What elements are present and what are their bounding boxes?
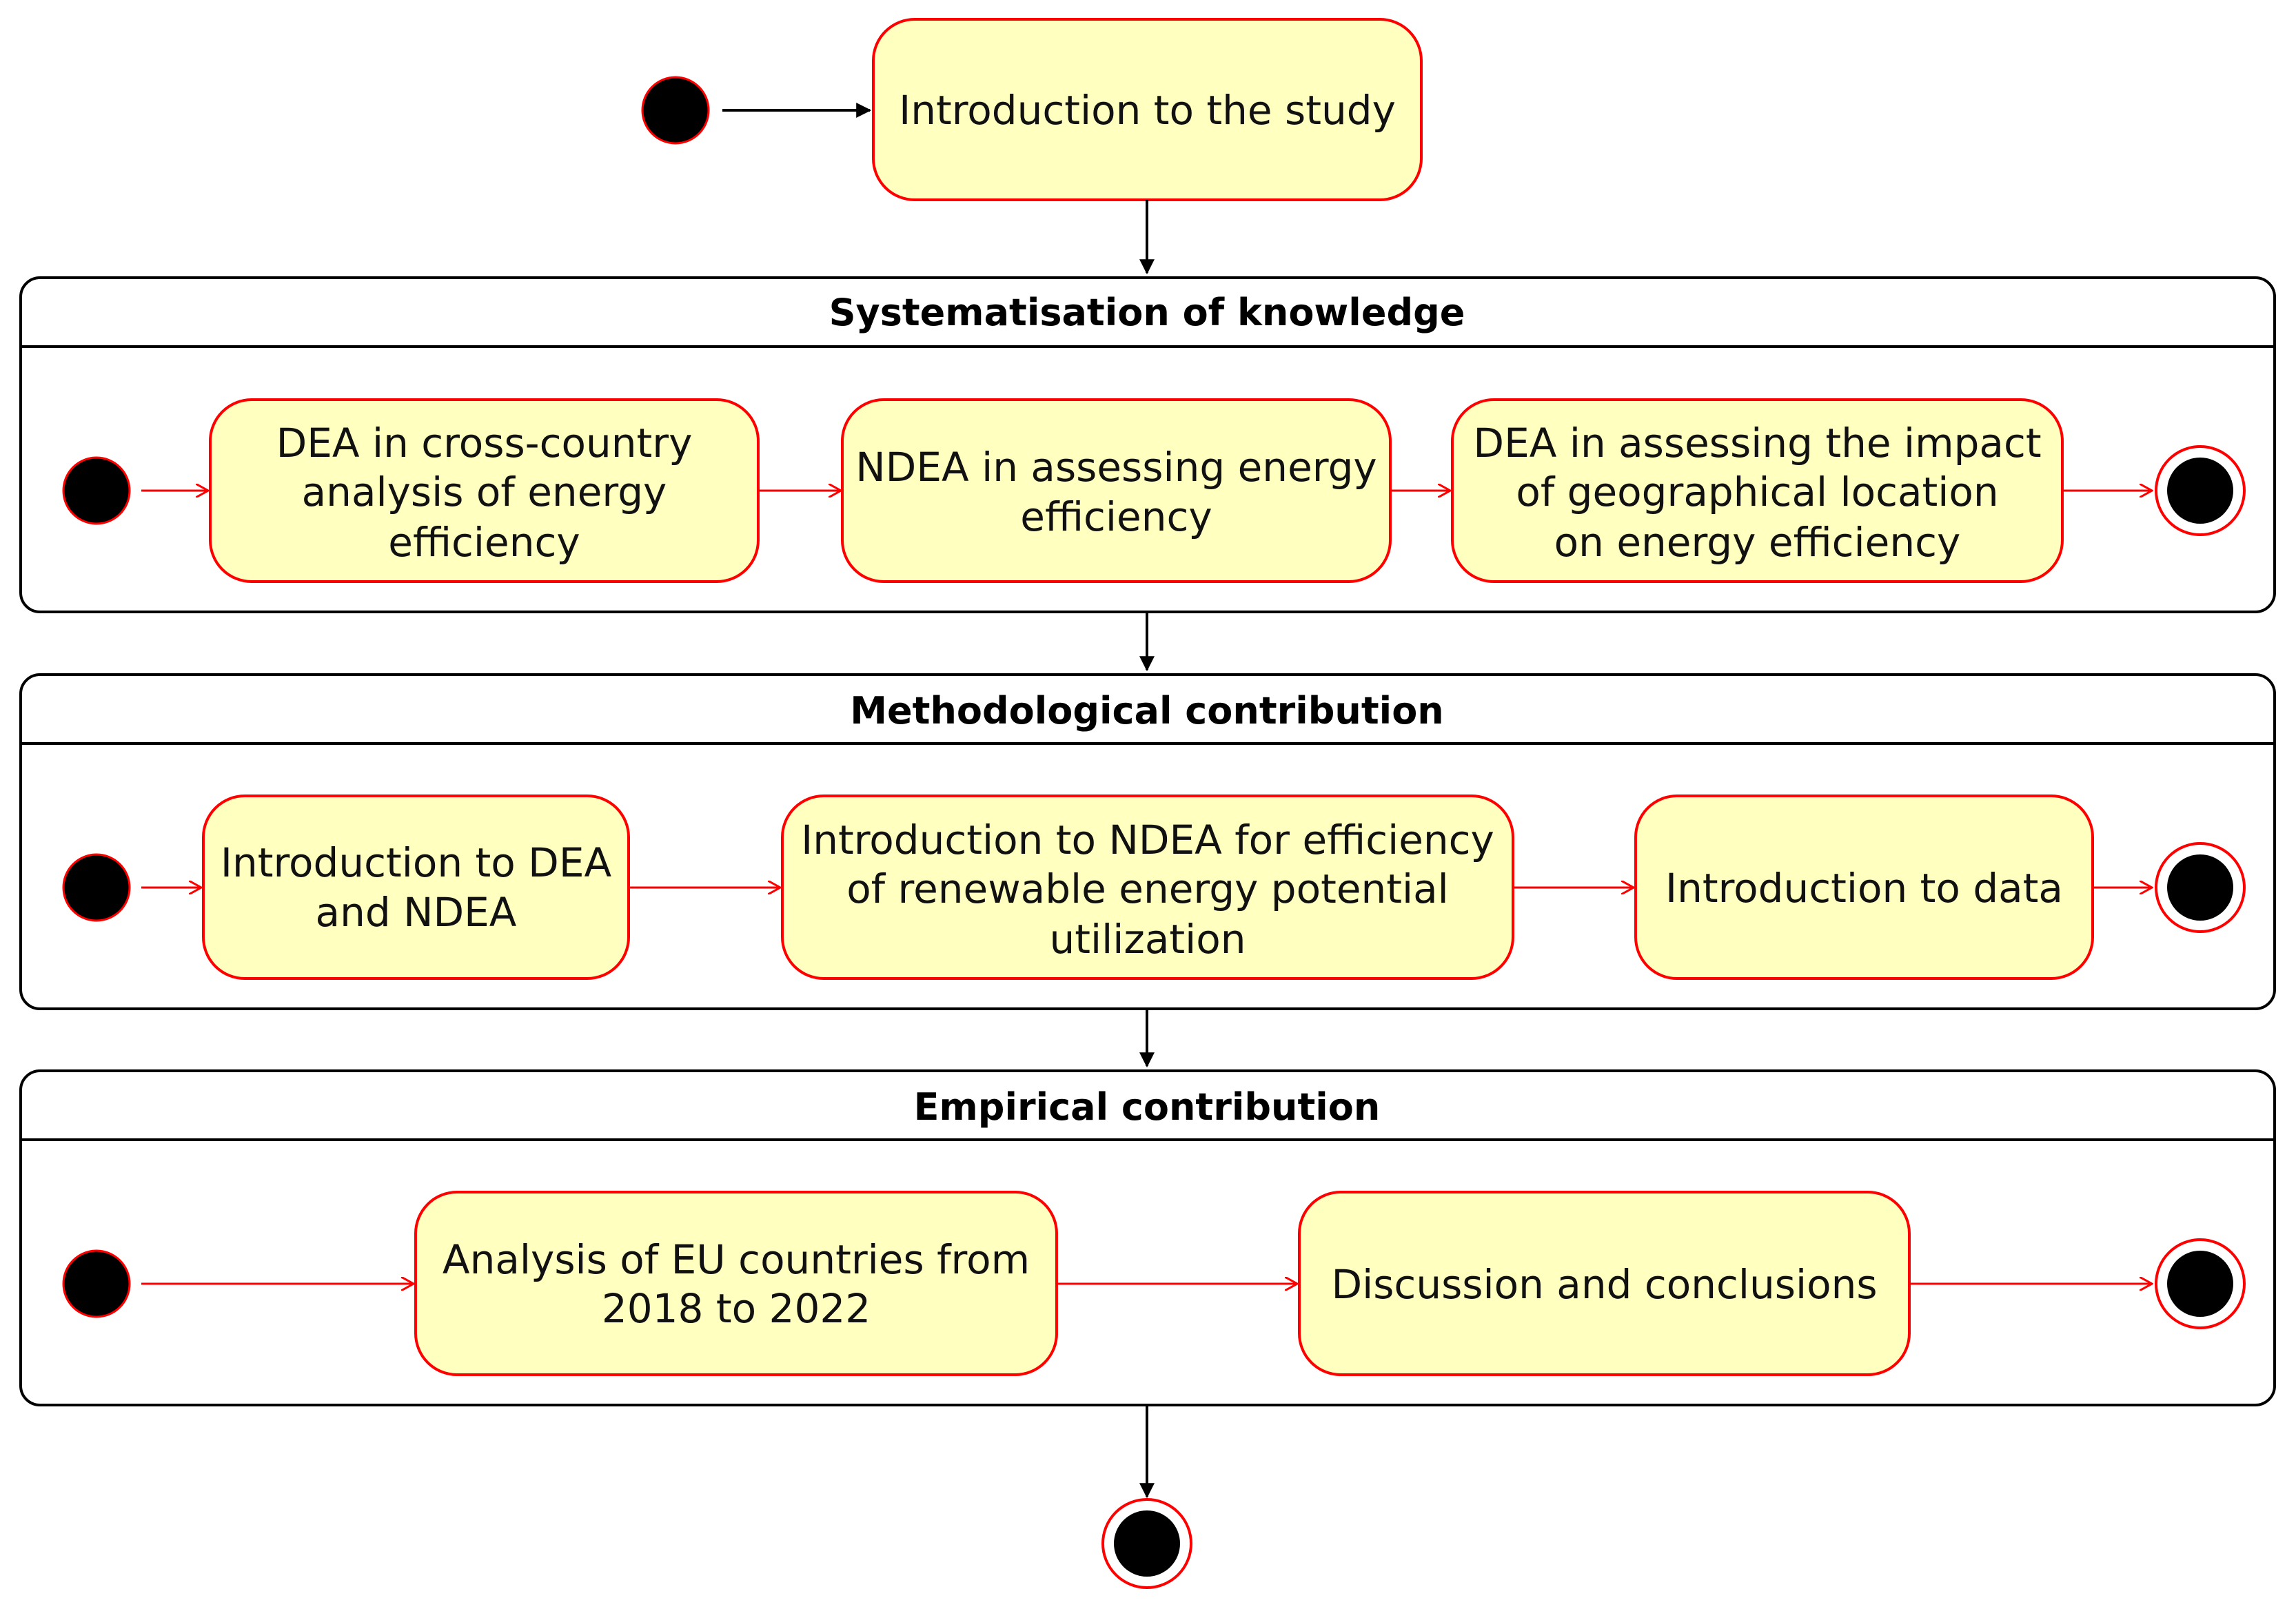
state-label-line: efficiency bbox=[1020, 493, 1212, 540]
state-label-line: Introduction to data bbox=[1665, 865, 2063, 912]
state-label-line: Introduction to NDEA for efficiency bbox=[801, 817, 1494, 863]
state-label-line: 2018 to 2022 bbox=[602, 1285, 871, 1332]
group-empirical: Empirical contribution Analysis of EU co… bbox=[19, 1069, 2276, 1406]
state-label-line: on energy efficiency bbox=[1554, 519, 1961, 566]
final-node bbox=[2155, 1238, 2246, 1329]
state-label-line: DEA in cross-country bbox=[276, 420, 693, 467]
group-title: Empirical contribution bbox=[914, 1085, 1381, 1129]
intro-state-label: Introduction to the study bbox=[899, 87, 1396, 134]
state-label-line: of geographical location bbox=[1516, 469, 1998, 515]
state-analysis-eu-countries: Analysis of EU countries from 2018 to 20… bbox=[414, 1191, 1058, 1376]
initial-node bbox=[62, 456, 131, 525]
intro-state: Introduction to the study bbox=[872, 18, 1423, 201]
final-node bbox=[2155, 445, 2246, 536]
state-intro-data: Introduction to data bbox=[1634, 795, 2094, 980]
group-methodological: Methodological contribution Introduction… bbox=[19, 673, 2276, 1010]
final-node bbox=[2155, 842, 2246, 933]
state-label-line: efficiency bbox=[388, 519, 580, 566]
state-dea-cross-country: DEA in cross-country analysis of energy … bbox=[209, 398, 760, 583]
state-label-line: of renewable energy potential bbox=[846, 865, 1449, 912]
state-intro-ndea-renewable: Introduction to NDEA for efficiency of r… bbox=[781, 795, 1514, 980]
state-label-line: DEA in assessing the impact bbox=[1473, 420, 2041, 467]
initial-node bbox=[62, 853, 131, 922]
state-label-line: and NDEA bbox=[316, 889, 517, 936]
state-ndea-energy-efficiency: NDEA in assessing energy efficiency bbox=[841, 398, 1392, 583]
initial-node bbox=[62, 1249, 131, 1318]
group-systematisation: Systematisation of knowledge DEA in cros… bbox=[19, 276, 2276, 613]
state-label-line: utilization bbox=[1050, 916, 1246, 963]
state-discussion-conclusions: Discussion and conclusions bbox=[1298, 1191, 1911, 1376]
state-label-line: NDEA in assessing energy bbox=[855, 444, 1376, 491]
group-title: Systematisation of knowledge bbox=[829, 291, 1465, 334]
initial-node-main bbox=[641, 76, 710, 145]
state-label-line: Introduction to DEA bbox=[221, 839, 612, 886]
state-dea-geographical-location: DEA in assessing the impact of geographi… bbox=[1451, 398, 2064, 583]
state-intro-dea-ndea: Introduction to DEA and NDEA bbox=[202, 795, 630, 980]
state-label-line: analysis of energy bbox=[302, 469, 667, 515]
state-label-line: Analysis of EU countries from bbox=[443, 1236, 1030, 1283]
group-title: Methodological contribution bbox=[850, 689, 1443, 732]
final-node-main bbox=[1101, 1498, 1192, 1589]
state-label-line: Discussion and conclusions bbox=[1331, 1261, 1877, 1308]
